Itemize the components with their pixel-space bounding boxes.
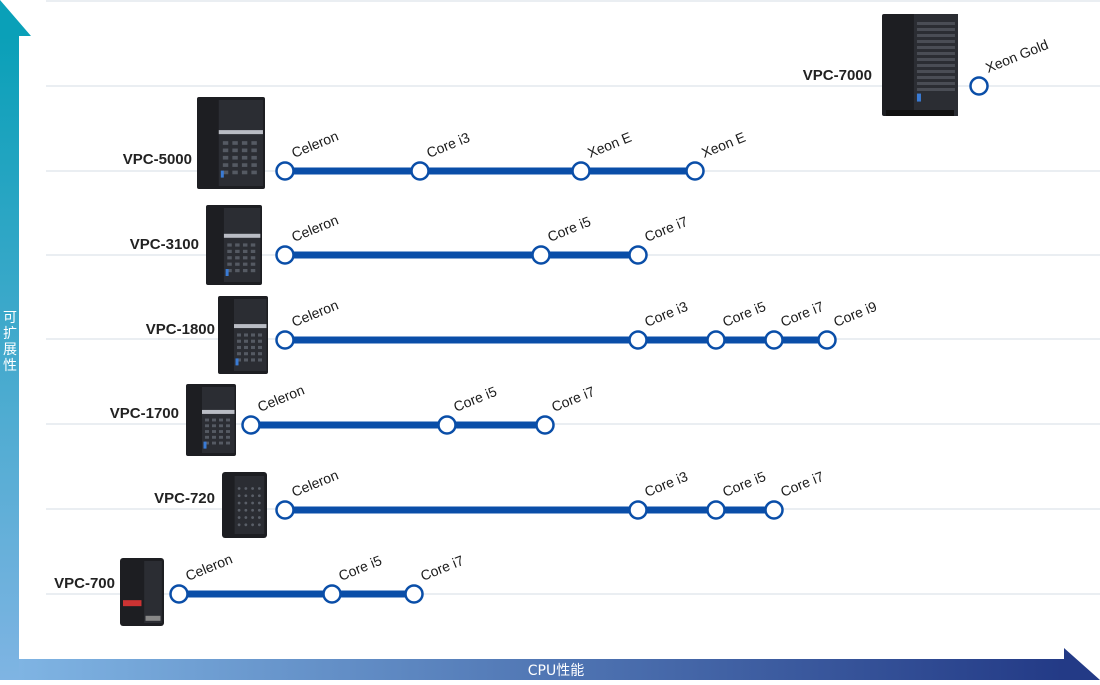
- cpu-node: [275, 330, 295, 350]
- y-axis-arrow-icon: [0, 0, 31, 36]
- cpu-node: [437, 415, 457, 435]
- x-axis-arrow-icon: [1064, 648, 1100, 680]
- cpu-node: [322, 584, 342, 604]
- cpu-label: Celeron: [289, 297, 340, 330]
- cpu-label: Core i9: [831, 298, 879, 330]
- cpu-label: Celeron: [289, 128, 340, 161]
- cpu-label: Core i5: [451, 383, 499, 415]
- tower-pc-icon: [218, 296, 268, 374]
- cpu-node: [706, 500, 726, 520]
- cpu-node: [764, 330, 784, 350]
- y-axis-label: 可扩展性: [3, 310, 17, 374]
- cpu-label: Core i3: [642, 298, 690, 330]
- cpu-label: Core i3: [642, 468, 690, 500]
- product-row-vpc-1700: VPC-1700 Celeron Core i5 Core i7: [110, 382, 597, 456]
- product-row-vpc-7000: VPC-7000 Xeon Gold: [803, 14, 1050, 116]
- cpu-label: Core i7: [418, 552, 466, 584]
- cpu-node: [706, 330, 726, 350]
- cpu-label: Core i7: [549, 383, 597, 415]
- cpu-label: Xeon Gold: [983, 36, 1050, 76]
- cpu-label: Core i5: [720, 468, 768, 500]
- cpu-label: Core i7: [778, 298, 826, 330]
- cpu-label: Celeron: [255, 382, 306, 415]
- cpu-node: [410, 161, 430, 181]
- tower-pc-icon: [186, 384, 236, 456]
- product-name: VPC-1700: [110, 405, 179, 422]
- cpu-node: [241, 415, 261, 435]
- mini-pc-icon: [222, 472, 267, 538]
- product-row-vpc-5000: VPC-5000 Celeron Core i3 Xeon E Xeon E: [123, 97, 748, 189]
- tower-pc-icon: [197, 97, 265, 189]
- cpu-node: [275, 161, 295, 181]
- tower-pc-icon: [206, 205, 262, 285]
- cpu-label: Core i5: [545, 213, 593, 245]
- cpu-node: [628, 500, 648, 520]
- product-row-vpc-700: VPC-700 Celeron Core i5 Core i7: [54, 551, 466, 626]
- cpu-node: [535, 415, 555, 435]
- product-name: VPC-7000: [803, 67, 872, 84]
- cpu-node: [628, 330, 648, 350]
- cpu-node: [628, 245, 648, 265]
- cpu-node: [685, 161, 705, 181]
- x-axis: CPU性能: [19, 648, 1100, 680]
- cpu-node: [404, 584, 424, 604]
- product-name: VPC-3100: [130, 236, 199, 253]
- cpu-label: Xeon E: [585, 129, 634, 161]
- cpu-label: Celeron: [183, 551, 234, 584]
- cpu-label: Celeron: [289, 467, 340, 500]
- product-name: VPC-720: [154, 490, 215, 507]
- cpu-label: Core i3: [424, 129, 472, 161]
- product-name: VPC-1800: [146, 321, 215, 338]
- cpu-node: [969, 76, 989, 96]
- product-row-vpc-3100: VPC-3100 Celeron Core i5 Core i7: [130, 205, 690, 285]
- cpu-node: [275, 500, 295, 520]
- cpu-label: Celeron: [289, 212, 340, 245]
- server-tower-icon: [882, 14, 958, 116]
- cpu-node: [764, 500, 784, 520]
- cpu-label: Core i7: [642, 213, 690, 245]
- product-name: VPC-5000: [123, 151, 192, 168]
- cpu-label: Core i5: [720, 298, 768, 330]
- cpu-label: Xeon E: [699, 129, 748, 161]
- cpu-label: Core i5: [336, 552, 384, 584]
- cpu-node: [169, 584, 189, 604]
- slim-pc-icon: [120, 558, 164, 626]
- x-axis-label: CPU性能: [528, 663, 584, 679]
- cpu-node: [571, 161, 591, 181]
- cpu-node: [531, 245, 551, 265]
- product-row-vpc-720: VPC-720 Celeron Core i3 Core i5 Core i7: [154, 467, 826, 538]
- cpu-node: [275, 245, 295, 265]
- y-axis: 可扩展性: [0, 0, 31, 680]
- cpu-node: [817, 330, 837, 350]
- product-name: VPC-700: [54, 575, 115, 592]
- cpu-label: Core i7: [778, 468, 826, 500]
